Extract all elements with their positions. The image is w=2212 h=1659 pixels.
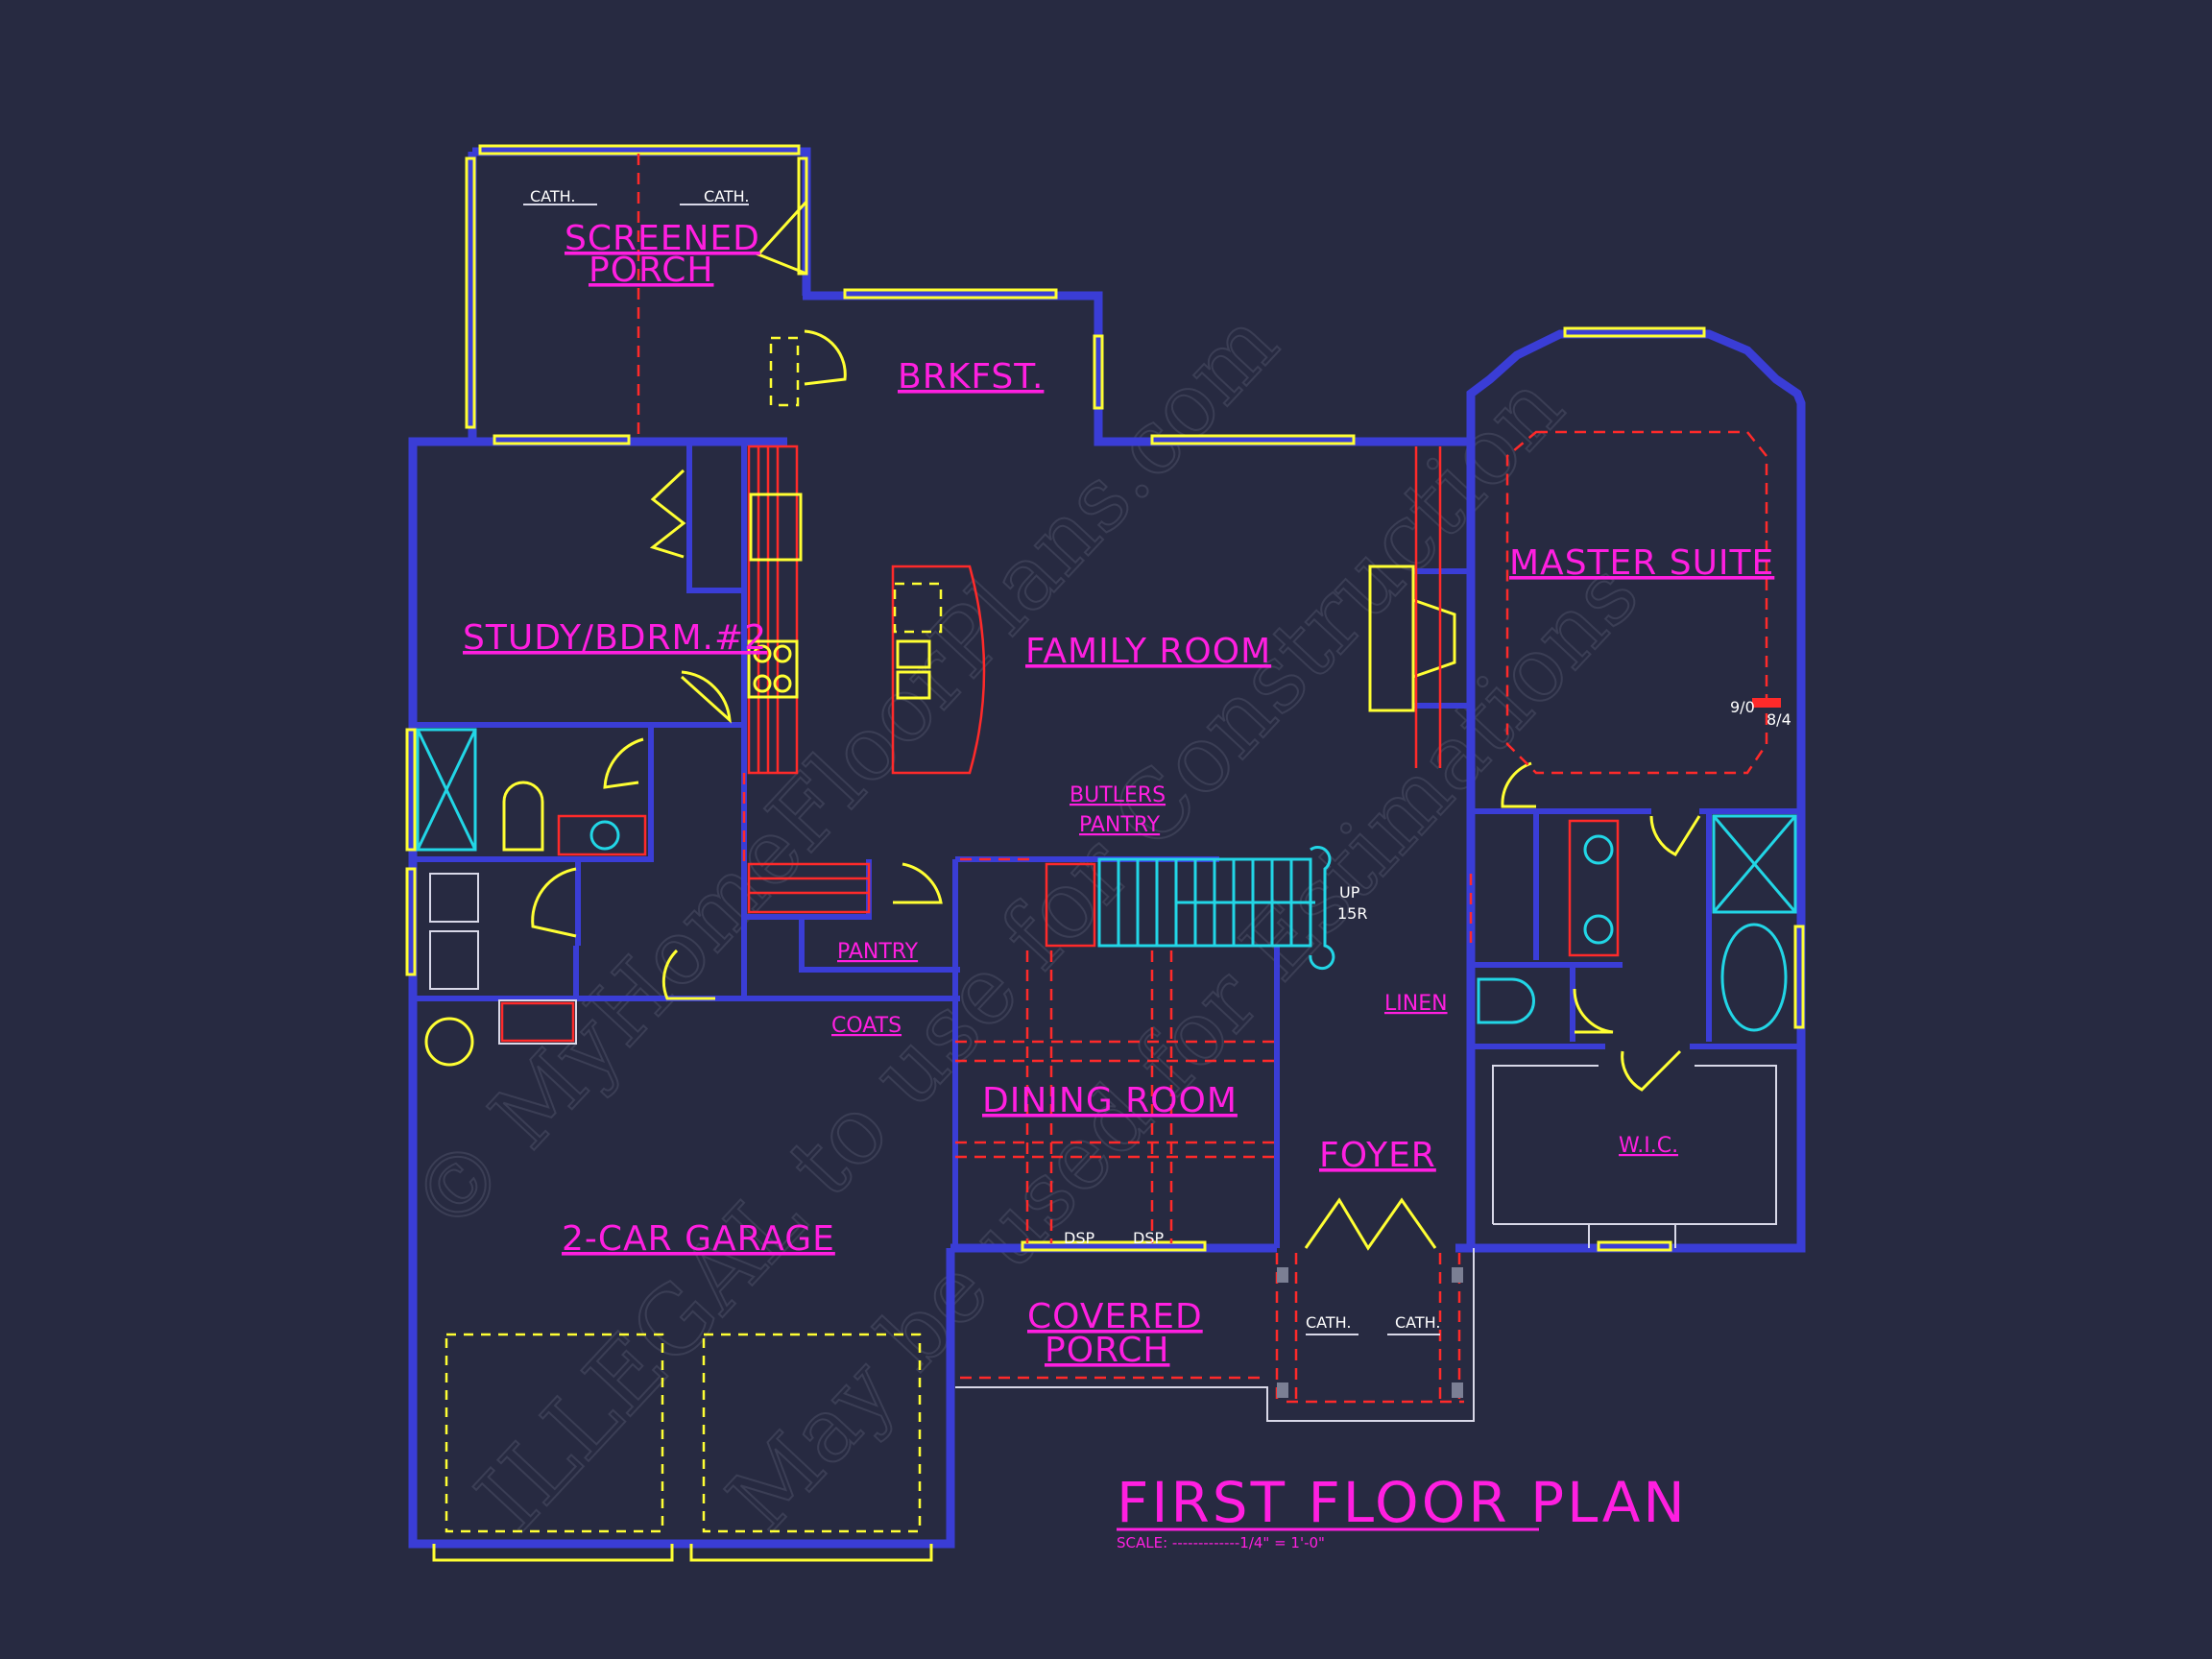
- pantry-label: PANTRY: [837, 940, 919, 964]
- dsp-note-2: DSP: [1133, 1229, 1164, 1247]
- cath-arrows: [523, 204, 1440, 1335]
- cath-note-1: CATH.: [530, 187, 575, 205]
- study-label: STUDY/BDRM.#2: [463, 618, 767, 658]
- cath-note-2: CATH.: [704, 187, 749, 205]
- master-suite-label: MASTER SUITE: [1509, 543, 1774, 583]
- ceiling-break-mark: [1752, 698, 1781, 708]
- master-tray-ceiling: [1505, 430, 1768, 775]
- dsp-note-1: DSP: [1064, 1229, 1094, 1247]
- coats-label: COATS: [831, 1014, 902, 1038]
- wic-label: W.I.C.: [1619, 1134, 1678, 1158]
- screened-porch-label-1: SCREENED: [565, 219, 760, 258]
- plan-scale: SCALE: -------------1/4" = 1'-0": [1117, 1534, 1325, 1551]
- dining-room-label: DINING ROOM: [982, 1081, 1238, 1120]
- family-room-label: FAMILY ROOM: [1025, 632, 1271, 671]
- covered-porch-label-2: PORCH: [1045, 1331, 1169, 1370]
- plan-title: FIRST FLOOR PLAN: [1117, 1470, 1688, 1535]
- brkfst-label: BRKFST.: [898, 357, 1044, 397]
- closet-shelving: [1492, 1065, 1777, 1248]
- ceiling-height-1: 9/0: [1730, 698, 1755, 716]
- cath-note-4: CATH.: [1395, 1313, 1440, 1332]
- garage-label: 2-CAR GARAGE: [562, 1219, 835, 1259]
- stair-risers-note: 15R: [1337, 904, 1367, 923]
- garage-doors: [432, 1333, 933, 1562]
- butlers-label-1: BUTLERS: [1070, 783, 1166, 807]
- doors: [531, 200, 1701, 1251]
- ceiling-height-2: 8/4: [1767, 710, 1791, 729]
- linen-label: LINEN: [1384, 992, 1448, 1016]
- covered-porch-label-1: COVERED: [1027, 1297, 1203, 1336]
- staircase: UP 15R: [1045, 846, 1367, 971]
- screened-porch-label-2: PORCH: [589, 251, 713, 290]
- foyer-label: FOYER: [1319, 1136, 1436, 1175]
- kitchen: [747, 445, 1442, 914]
- ceiling-dash-lines: [637, 154, 1475, 1422]
- stair-up-note: UP: [1339, 883, 1360, 902]
- cath-note-3: CATH.: [1306, 1313, 1351, 1332]
- butlers-label-2: PANTRY: [1079, 813, 1161, 837]
- bath-fixtures: [416, 728, 1797, 1067]
